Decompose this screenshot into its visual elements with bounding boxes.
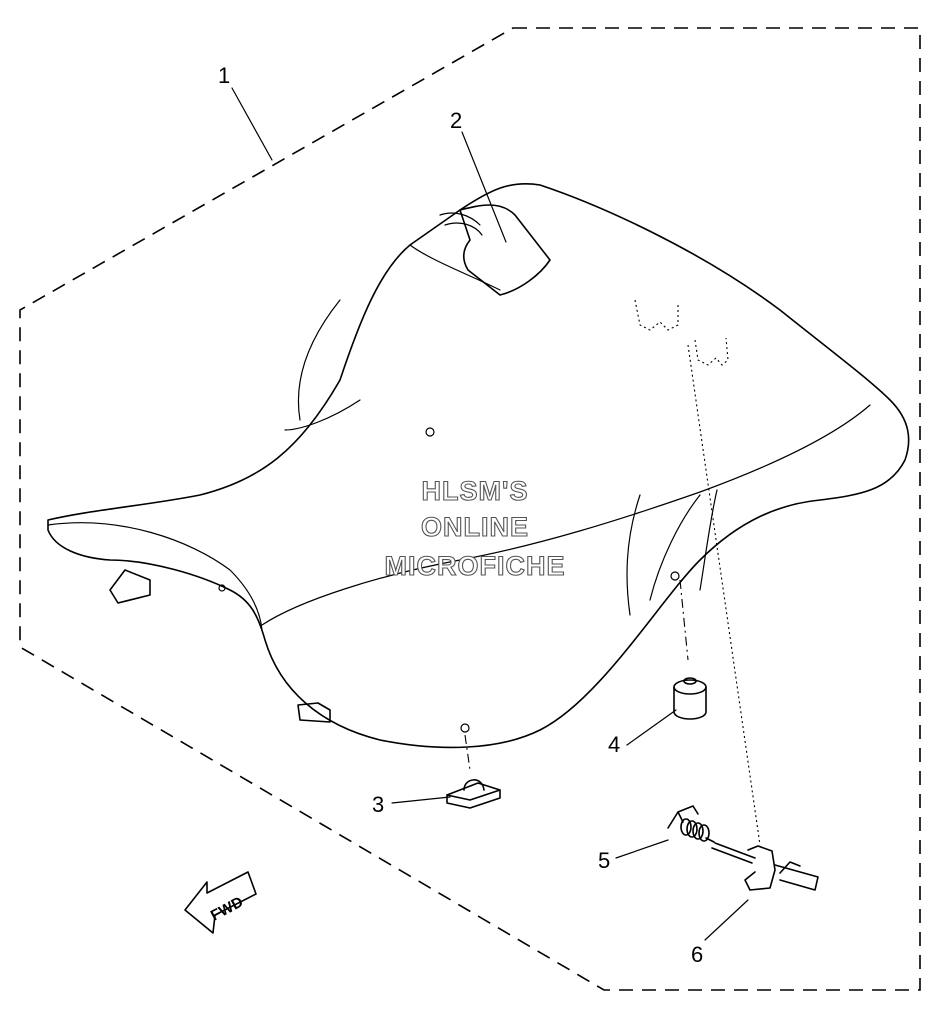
part-nut-plate — [446, 779, 501, 809]
part-damper — [673, 677, 707, 720]
leader-hidden-hook — [687, 344, 761, 846]
watermark-line-1: HLSM'S — [422, 476, 529, 506]
assembly-boundary — [19, 27, 921, 991]
leader-hidden-damper — [679, 579, 689, 661]
callout-2: 2 — [450, 108, 462, 133]
callout-6: 6 — [691, 942, 703, 967]
callout-5: 5 — [598, 848, 610, 873]
seat — [47, 182, 910, 749]
watermark-line-3: MICROFICHE — [385, 551, 566, 581]
callout-leaders — [231, 87, 749, 941]
part-spring — [667, 805, 715, 843]
callout-3: 3 — [372, 792, 384, 817]
part-lock-hook — [711, 842, 819, 891]
leader-hidden-nut — [464, 734, 471, 771]
watermark-line-2: ONLINE — [421, 512, 529, 542]
fwd-arrow-icon: FWD — [184, 871, 257, 934]
callout-4: 4 — [608, 732, 620, 757]
callout-1: 1 — [218, 63, 230, 88]
watermark: HLSM'S ONLINE MICROFICHE — [384, 475, 566, 581]
fwd-label: FWD — [208, 893, 246, 924]
